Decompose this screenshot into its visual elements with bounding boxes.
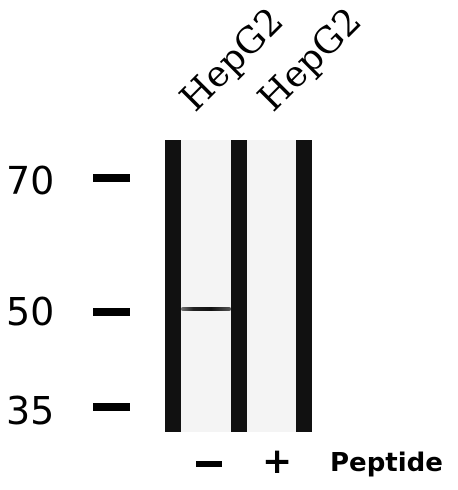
marker-label-35: 35 [6,389,55,433]
protein-band-lane-1 [181,307,231,311]
marker-tick-70 [93,174,130,182]
lane-divider [231,140,247,432]
peptide-plus-sign: + [262,441,293,482]
marker-tick-35 [93,403,130,411]
peptide-minus-sign [196,461,222,467]
marker-label-50: 50 [6,290,55,334]
peptide-label: Peptide [330,448,443,478]
lane-1-left-border [165,140,181,432]
marker-tick-50 [93,308,130,316]
lane-2-right-border [296,140,312,432]
marker-label-70: 70 [6,159,55,203]
lane-1-background [181,140,231,432]
lane-2-background [247,140,296,432]
